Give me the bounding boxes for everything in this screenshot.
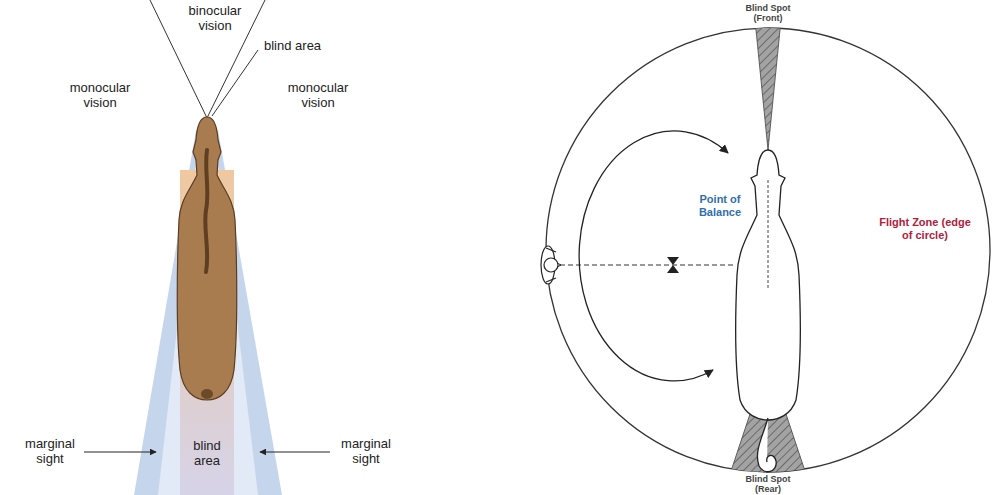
horse-mane	[768, 180, 769, 290]
vision-label: monocular vision	[61, 80, 139, 110]
vision-label: marginal sight	[333, 436, 399, 466]
pointer-arrow	[260, 452, 330, 453]
movement-arc	[579, 131, 728, 381]
right-figure	[541, 20, 990, 480]
leader-line	[212, 50, 258, 116]
flight-zone-label: Flight Zone (edge of circle)	[875, 216, 975, 242]
balance-marker	[667, 257, 679, 273]
blind-area-label: blind area	[262, 38, 323, 53]
vision-label: monocular vision	[279, 80, 357, 110]
balance-line	[560, 265, 735, 266]
horse-top-view	[177, 117, 237, 400]
front-blind-spot	[755, 20, 781, 150]
blind-spot-label: Blind Spot (Front)	[733, 3, 803, 23]
left-figure	[84, 0, 330, 495]
horse-tail	[757, 418, 776, 472]
balance-label: Point of Balance	[690, 193, 750, 219]
pointer-arrow	[84, 452, 156, 453]
person-figure	[541, 246, 561, 284]
horse-mane	[205, 150, 207, 272]
vision-label: binocular vision	[179, 3, 251, 33]
vision-label: marginal sight	[17, 436, 83, 466]
blind-area-label: blind area	[184, 438, 230, 468]
blind-spot-label: Blind Spot (Rear)	[733, 474, 803, 494]
horse-tail	[201, 389, 213, 399]
horse-outline	[736, 150, 800, 420]
